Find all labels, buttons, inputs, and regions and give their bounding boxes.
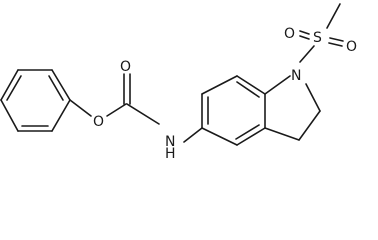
atom-o-ester: O xyxy=(93,114,104,130)
bond-ph-4 xyxy=(0,69,19,101)
atom-o-sulfonyl-left: O xyxy=(284,26,295,42)
bond-s-o2-double-2 xyxy=(328,42,343,47)
molecule-diagram: O O N H N S O O xyxy=(0,3,357,162)
bond-bz-4 xyxy=(236,75,266,95)
bond-bz-5 xyxy=(201,75,238,95)
bond-c2-n1 xyxy=(305,83,321,112)
bond-c3a-c3 xyxy=(264,127,300,141)
bond-ph-6 xyxy=(51,69,71,101)
bond-s-o2-double-1 xyxy=(329,37,344,42)
bond-bz-inner-2 xyxy=(236,81,260,98)
bond-s-o1-double-1 xyxy=(299,30,310,35)
bond-c-nh xyxy=(126,103,160,125)
bond-ph-1 xyxy=(51,99,71,132)
bond-bz-2 xyxy=(236,127,266,146)
bond-nh-c5 xyxy=(183,127,203,143)
phenyl-ring xyxy=(0,69,71,132)
atom-n-amide: N xyxy=(165,134,175,150)
bond-ph-inner-3 xyxy=(48,75,64,101)
bond-s-o1-double-2 xyxy=(299,35,310,40)
bond-bz-inner-1 xyxy=(235,124,260,140)
bond-ph-oester xyxy=(69,99,92,117)
bond-c3-c2 xyxy=(298,110,321,141)
atom-h-amide: H xyxy=(165,146,176,162)
indoline-benzene-ring xyxy=(201,75,266,146)
atom-o-sulfonyl-right: O xyxy=(346,39,357,55)
bond-bz-1 xyxy=(201,127,238,146)
bond-ph-3 xyxy=(0,99,19,132)
atom-s: S xyxy=(313,30,322,46)
bond-oester-c xyxy=(106,103,127,117)
atom-n1: N xyxy=(291,68,301,84)
atom-o-carbonyl: O xyxy=(120,59,131,75)
bond-s-methyl xyxy=(326,3,341,29)
bond-ph-inner-2 xyxy=(6,75,22,101)
bond-n1-c7a xyxy=(264,75,291,95)
bond-n1-s xyxy=(299,45,315,63)
